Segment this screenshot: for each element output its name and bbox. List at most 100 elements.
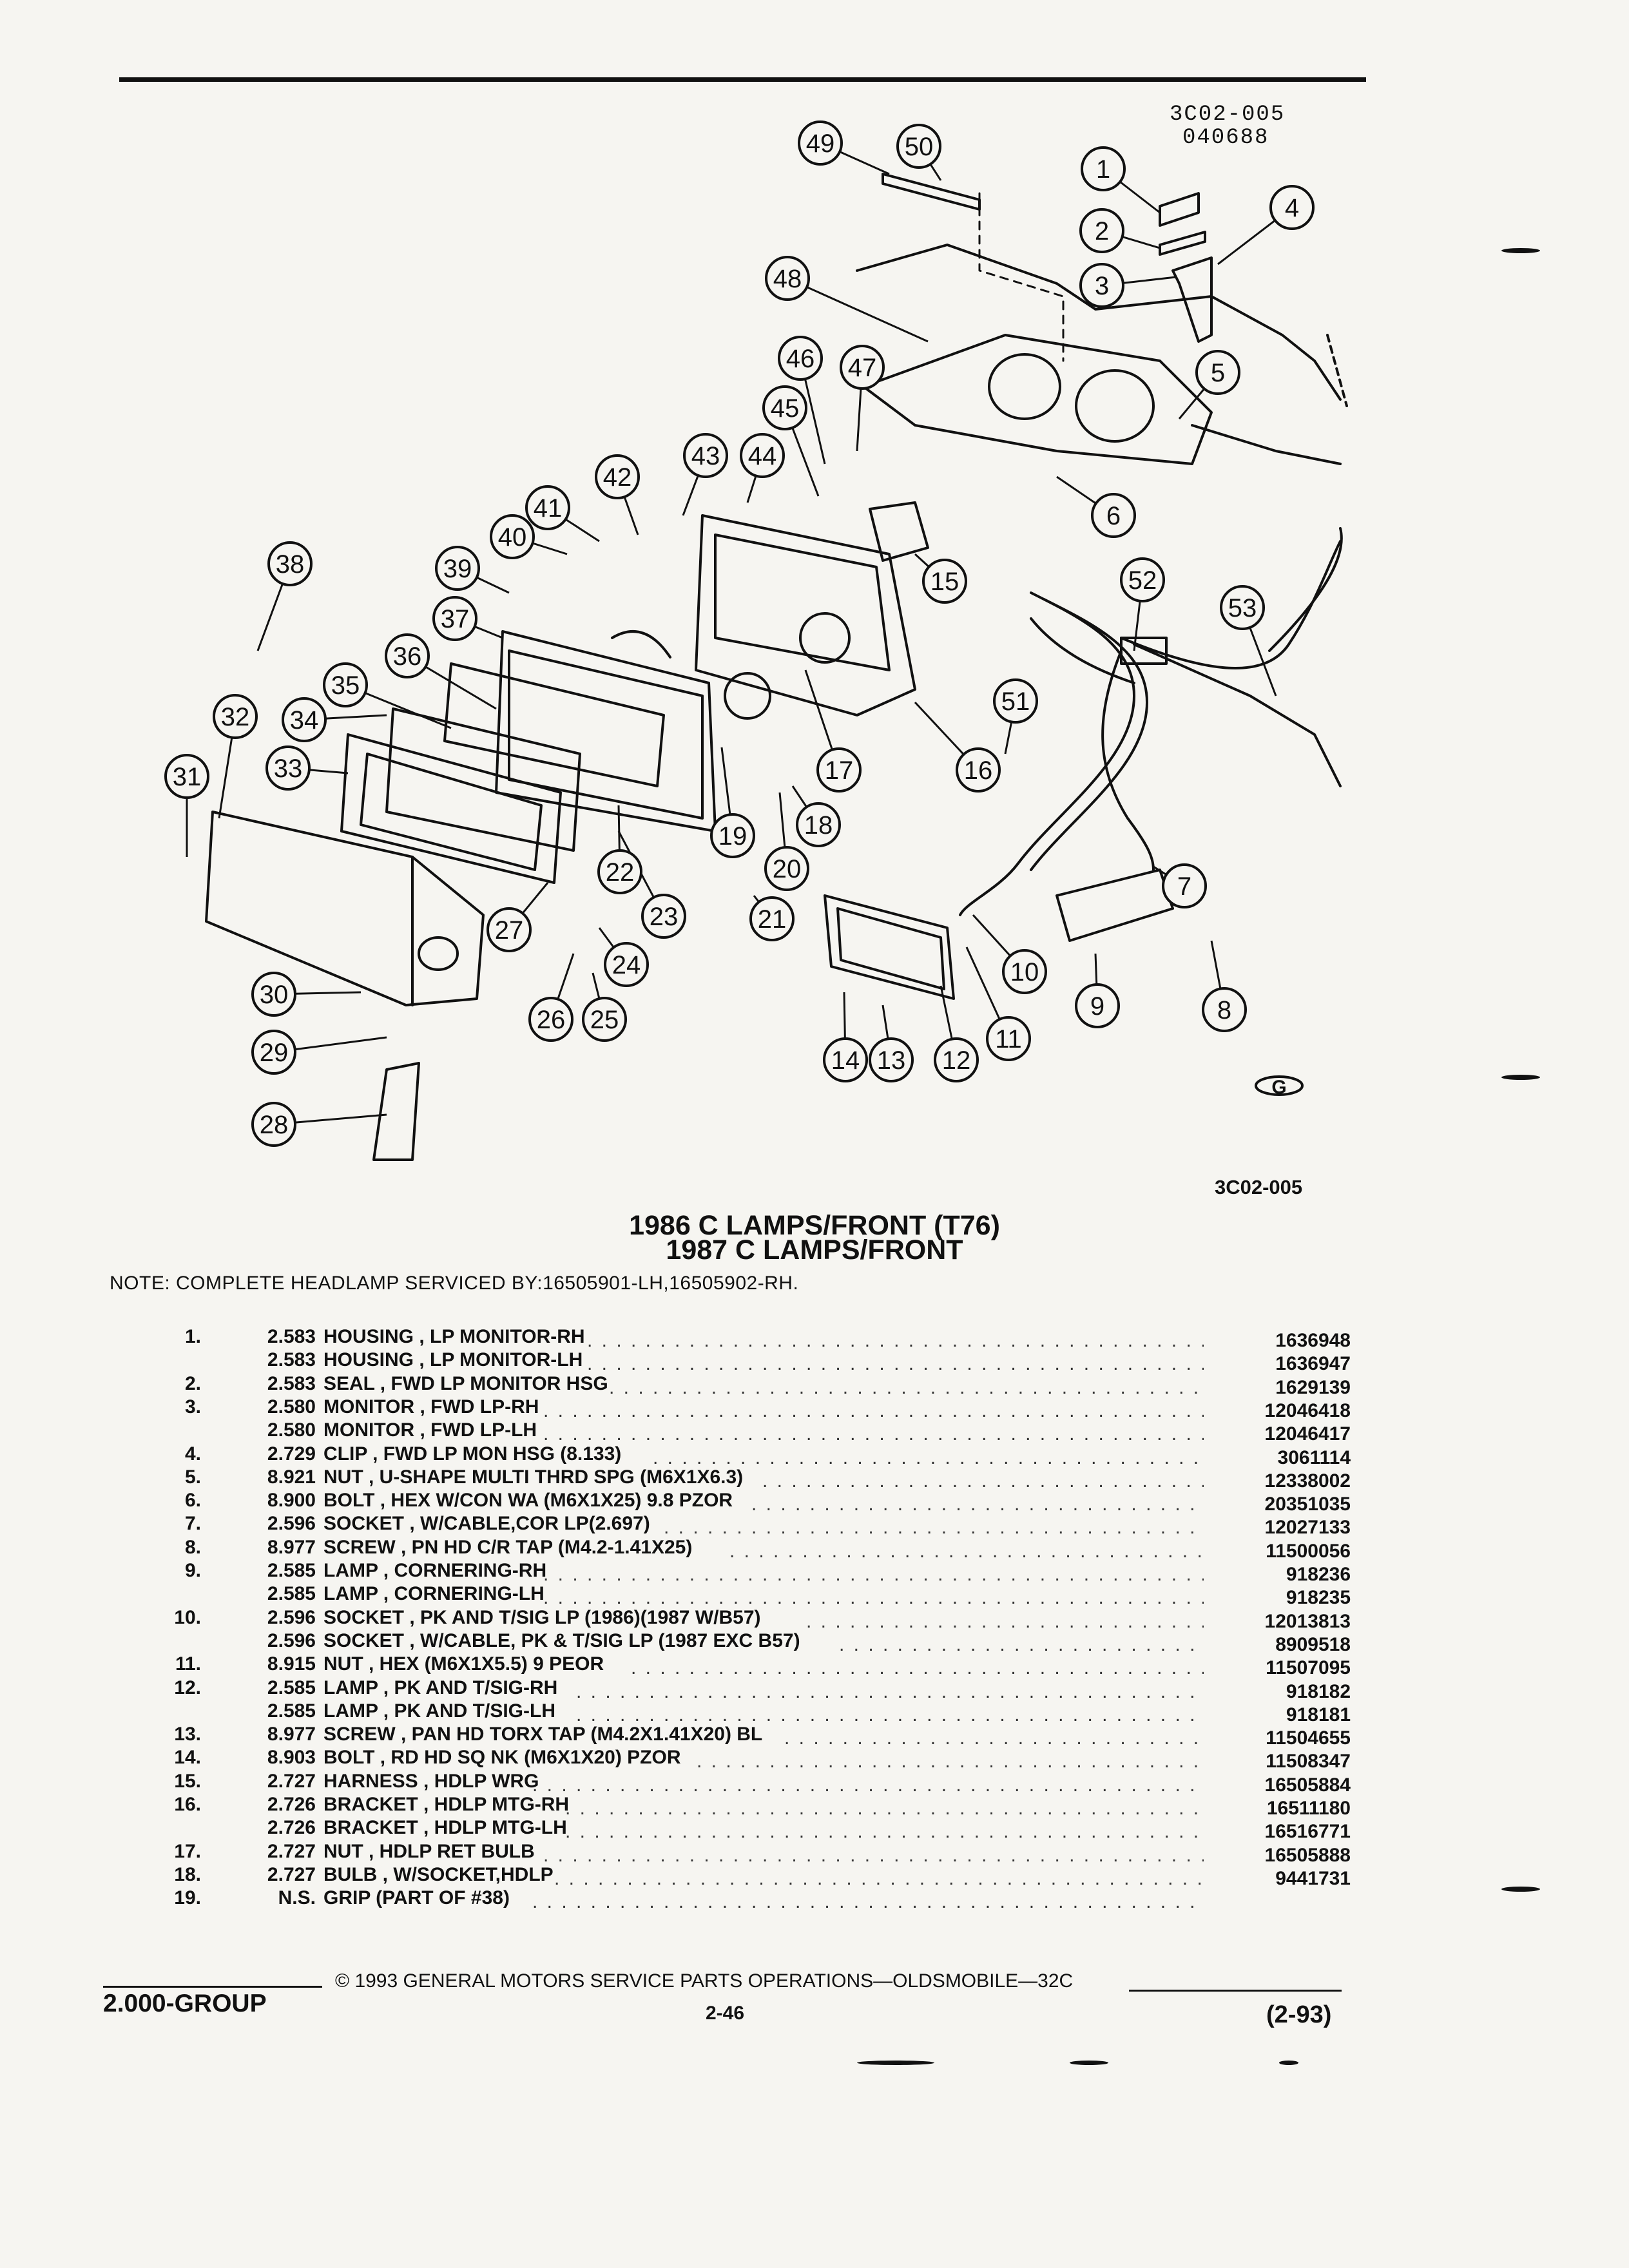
callout-17: 17 [816, 747, 862, 793]
part-description: NUT , U-SHAPE MULTI THRD SPG (M6X1X6.3) [323, 1466, 744, 1488]
callout-circle [432, 596, 477, 641]
callout-39: 39 [435, 546, 480, 591]
callout-47: 47 [840, 345, 885, 390]
callout-circle [164, 754, 209, 799]
group-number: 2.583 [267, 1372, 316, 1394]
callout-number: 49 [806, 130, 835, 158]
part-description: BOLT , RD HD SQ NK (M6X1X20) PZOR [323, 1747, 681, 1769]
callout-52: 52 [1120, 557, 1165, 602]
callout-7: 7 [1162, 863, 1207, 908]
callout-circle [1079, 208, 1124, 253]
part-number: 16516771 [1264, 1821, 1351, 1843]
callout-number: 24 [612, 951, 641, 979]
callout-53: 53 [1220, 585, 1265, 630]
callout-number: 53 [1228, 594, 1257, 622]
part-number: 918236 [1286, 1564, 1351, 1585]
callout-18: 18 [796, 802, 841, 847]
callout-circle [604, 942, 649, 987]
group-number: 2.585 [267, 1560, 316, 1581]
group-number: 2.596 [267, 1513, 316, 1535]
callout-circle [1202, 987, 1247, 1032]
part-number: 1636948 [1275, 1330, 1351, 1351]
callout-number: 27 [495, 916, 524, 945]
part-description: LAMP , CORNERING-RH [323, 1560, 547, 1581]
callout-circle [490, 514, 535, 559]
callout-12: 12 [934, 1037, 979, 1082]
parts-row: 19.N.S.GRIP (PART OF #38). . . . . . . .… [0, 1887, 1629, 1913]
callout-circle [1079, 263, 1124, 308]
dot-leader: . . . . . . . . . . . . . . . . . . . . … [532, 1891, 1204, 1913]
dot-leader: . . . . . . . . . . . . . . . . . . . . … [631, 1657, 1204, 1679]
callout-19: 19 [710, 813, 755, 858]
callout-circle [385, 633, 430, 678]
figure-date-code: 040688 [1182, 126, 1269, 150]
part-number: 9441731 [1275, 1867, 1351, 1889]
callout-number: 28 [260, 1111, 289, 1139]
part-number: 918235 [1286, 1587, 1351, 1609]
callout-circle [528, 997, 574, 1042]
part-number: 8909518 [1275, 1633, 1351, 1655]
callout-1: 1 [1081, 146, 1126, 191]
callout-number: 31 [173, 763, 202, 791]
callout-circle [251, 1030, 296, 1075]
callout-44: 44 [740, 433, 785, 478]
park-lamp-12-shape [824, 894, 955, 1000]
bulb-18-shape [724, 672, 771, 720]
harness-53-branch [1268, 527, 1343, 652]
callout-number: 17 [825, 756, 854, 785]
group-number: 2.727 [267, 1840, 316, 1862]
callout-circle [282, 697, 327, 742]
part-description: SCREW , PN HD C/R TAP (M4.2-1.41X25) [323, 1536, 693, 1558]
part-number: 11500056 [1266, 1540, 1351, 1562]
group-number: 8.900 [267, 1490, 316, 1512]
callout-number: 37 [441, 605, 470, 633]
cornering-lamp-9-shape [1055, 869, 1174, 942]
group-number: 2.583 [267, 1326, 316, 1347]
group-number: 2.585 [267, 1677, 316, 1698]
callout-number: 16 [964, 756, 993, 785]
part-ref-number: 2. [184, 1372, 201, 1394]
callout-number: 10 [1010, 958, 1039, 986]
callout-number: 5 [1211, 359, 1225, 387]
scan-mark [1279, 2061, 1298, 2065]
callout-circle [251, 1102, 296, 1147]
callout-circle [525, 485, 570, 530]
callout-circle [213, 694, 258, 739]
callout-48: 48 [765, 256, 810, 301]
monitor-shape [1171, 256, 1213, 343]
callout-number: 30 [260, 981, 289, 1009]
part-description: BRACKET , HDLP MTG-LH [323, 1817, 567, 1839]
callout-circle [762, 385, 807, 430]
callout-circle [993, 678, 1038, 724]
callout-number: 33 [274, 754, 303, 783]
callout-16: 16 [956, 747, 1001, 793]
bezel-33-inner [360, 753, 543, 871]
part-ref-number: 15. [174, 1770, 201, 1792]
callout-number: 11 [995, 1025, 1022, 1053]
dot-leader: . . . . . . . . . . . . . . . . . . . . … [806, 1610, 1204, 1632]
group-number: 8.977 [267, 1536, 316, 1558]
callout-49: 49 [798, 120, 843, 166]
fender-edge [1191, 424, 1342, 465]
scan-mark [1501, 248, 1540, 253]
callout-36: 36 [385, 633, 430, 678]
callout-9: 9 [1075, 983, 1120, 1028]
dot-leader: . . . . . . . . . . . . . . . . . . . . … [653, 1446, 1204, 1468]
callout-number: 35 [331, 671, 360, 700]
dot-leader: . . . . . . . . . . . . . . . . . . . . … [576, 1704, 1204, 1725]
dot-leader: . . . . . . . . . . . . . . . . . . . . … [565, 1798, 1204, 1819]
callout-circle [641, 894, 686, 939]
callout-number: 34 [290, 706, 319, 735]
park-lamp-12-inner [836, 907, 945, 990]
callout-23: 23 [641, 894, 686, 939]
callout-number: 50 [905, 133, 934, 161]
